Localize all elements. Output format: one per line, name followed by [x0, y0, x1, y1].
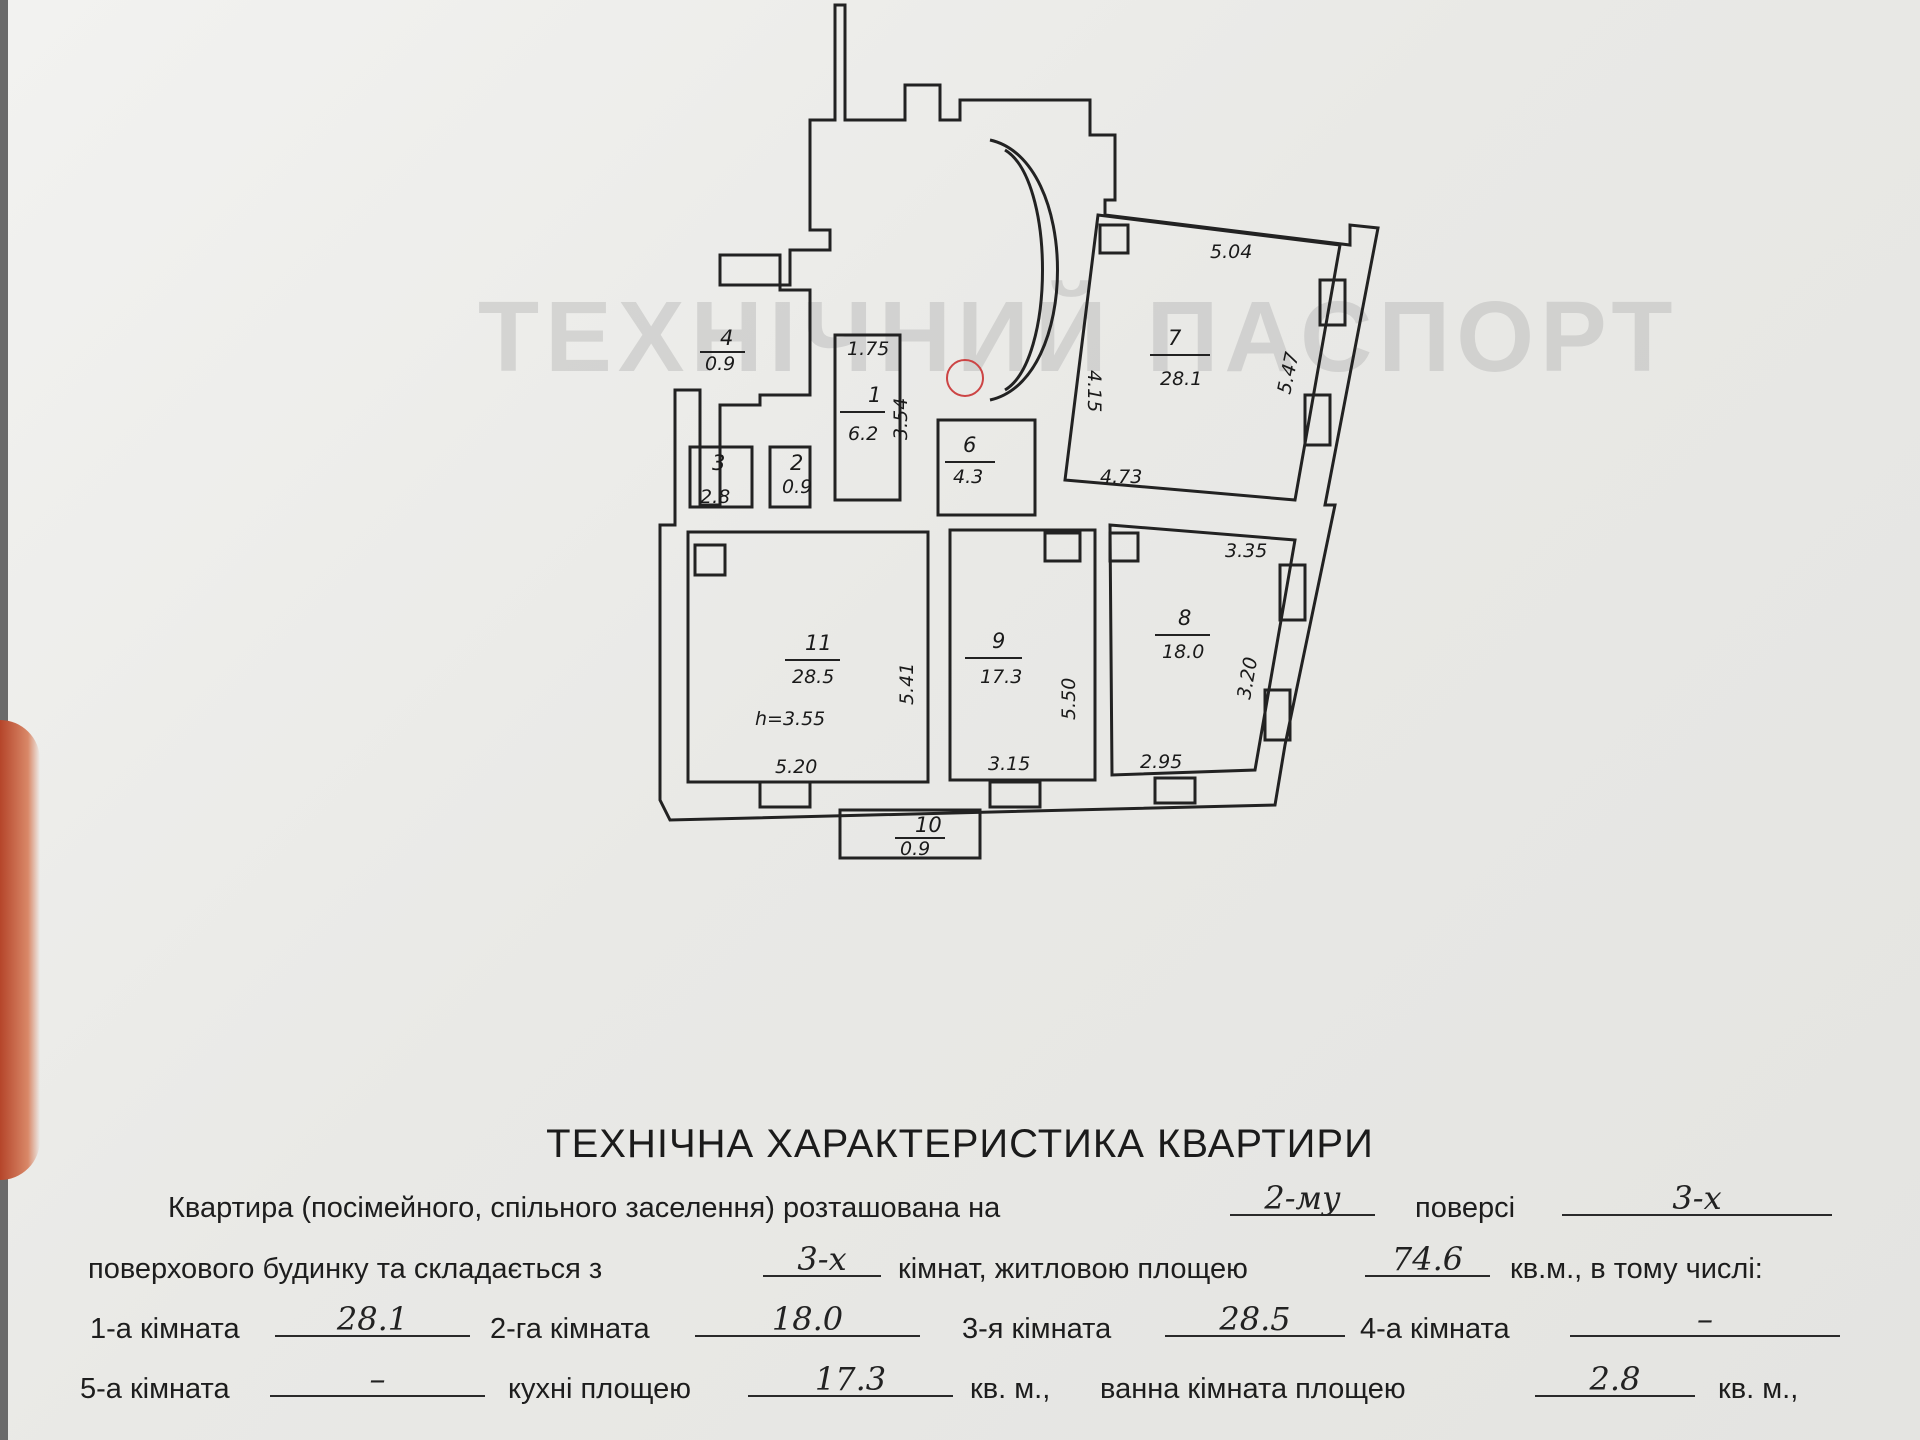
room-number: 6: [963, 433, 976, 457]
room-number: 3: [712, 451, 725, 475]
bathroom-area-label: ванна кімната площею: [1100, 1373, 1406, 1405]
bathroom-area-value: 2.8: [1535, 1361, 1695, 1397]
room-4-label: 4-а кімната: [1360, 1313, 1510, 1345]
outer-wall: [658, 3, 1380, 822]
room-area: 0.9: [705, 353, 735, 375]
room-3-label: 3-я кімната: [962, 1313, 1112, 1345]
dimension-label: 2.95: [1140, 751, 1182, 773]
dimension-label: 3.54: [890, 398, 912, 440]
dimension-label: 1.75: [847, 338, 889, 360]
room-area: 2.8: [700, 486, 730, 508]
floor-value: 2-му: [1230, 1180, 1375, 1216]
ceiling-height-note: h=3.55: [755, 708, 825, 730]
document-sheet: ТЕХНІЧНИЙ ПАСПОРТ: [8, 0, 1920, 1440]
living-area-value: 74.6: [1365, 1241, 1490, 1277]
living-area-label: кімнат, житловою площею: [898, 1253, 1248, 1285]
dimension-label: 5.50: [1058, 678, 1080, 720]
room-number: 1: [868, 383, 881, 407]
dimension-label: 5.04: [1210, 241, 1252, 263]
holding-finger: [0, 720, 40, 1180]
room-number: 10: [915, 813, 942, 837]
rooms-count-value: 3-х: [763, 1241, 881, 1277]
document-title: ТЕХНІЧНА ХАРАКТЕРИСТИКА КВАРТИРИ: [546, 1122, 1374, 1166]
room-area: 4.3: [953, 466, 983, 488]
room-number: 2: [790, 451, 803, 475]
dimension-label: 5.47: [1273, 350, 1303, 396]
room-number: 11: [805, 631, 832, 655]
room-area: 6.2: [848, 423, 878, 445]
dimension-label: 3.20: [1233, 655, 1262, 700]
spiral-stair: [989, 138, 1059, 402]
room-area: 18.0: [1162, 641, 1204, 663]
room-number: 4: [720, 326, 733, 350]
kitchen-area-unit: кв. м.,: [970, 1373, 1051, 1405]
storeys-value: 3-х: [1562, 1180, 1832, 1216]
dimension-label: 5.41: [896, 663, 918, 705]
living-area-unit: кв.м., в тому числі:: [1510, 1253, 1763, 1285]
room-6-wall: [936, 418, 1037, 517]
room-area: 28.1: [1160, 368, 1202, 390]
room-9-wall: [948, 528, 1097, 782]
dimension-label: 5.20: [775, 756, 817, 778]
floor-label: поверсі: [1415, 1192, 1516, 1224]
kitchen-area-label: кухні площею: [508, 1373, 692, 1405]
room-1-value: 28.1: [275, 1301, 470, 1337]
room-8-wall: [1108, 523, 1297, 777]
room-area: 0.9: [900, 838, 930, 860]
storeys-building-label: поверхового будинку та складається з: [88, 1253, 603, 1285]
form-line-1: Квартира (посімейного, спільного заселен…: [0, 1180, 1920, 1232]
apartment-location-label: Квартира (посімейного, спільного заселен…: [168, 1192, 1001, 1224]
room-1-label: 1-а кімната: [90, 1313, 240, 1345]
show-through-stamp: ТЕХНІЧНИЙ ПАСПОРТ: [478, 281, 1679, 393]
kitchen-area-value: 17.3: [748, 1361, 953, 1397]
room-5-value: –: [270, 1361, 485, 1397]
room-3-wall: [688, 445, 754, 509]
room-4-value: –: [1570, 1301, 1840, 1337]
dimension-label: 3.15: [988, 753, 1030, 775]
room-area: 17.3: [980, 666, 1022, 688]
room-2-wall: [768, 445, 812, 509]
room-number: 9: [992, 629, 1005, 653]
room-10-wall: [838, 808, 982, 860]
room-number: 8: [1178, 606, 1191, 630]
form-line-2: поверхового будинку та складається з 3-х…: [0, 1241, 1920, 1293]
room-5-label: 5-а кімната: [80, 1373, 230, 1405]
room-2-label: 2-га кімната: [490, 1313, 650, 1345]
room-number: 7: [1168, 326, 1182, 350]
dimension-label: 4.73: [1100, 466, 1142, 488]
room-2-value: 18.0: [695, 1301, 920, 1337]
dimension-label: 3.35: [1225, 540, 1267, 562]
form-line-4: 5-а кімната – кухні площею 17.3 кв. м., …: [0, 1361, 1920, 1413]
room-7-wall: [1063, 213, 1342, 502]
room-3-value: 28.5: [1165, 1301, 1345, 1337]
bathroom-area-unit: кв. м.,: [1718, 1373, 1799, 1405]
room-area: 28.5: [792, 666, 834, 688]
dimension-label: 4.15: [1083, 370, 1105, 412]
form-line-3: 1-а кімната 28.1 2-га кімната 18.0 3-я к…: [0, 1301, 1920, 1353]
room-area: 0.9: [782, 476, 812, 498]
room-1-wall: [833, 333, 902, 502]
